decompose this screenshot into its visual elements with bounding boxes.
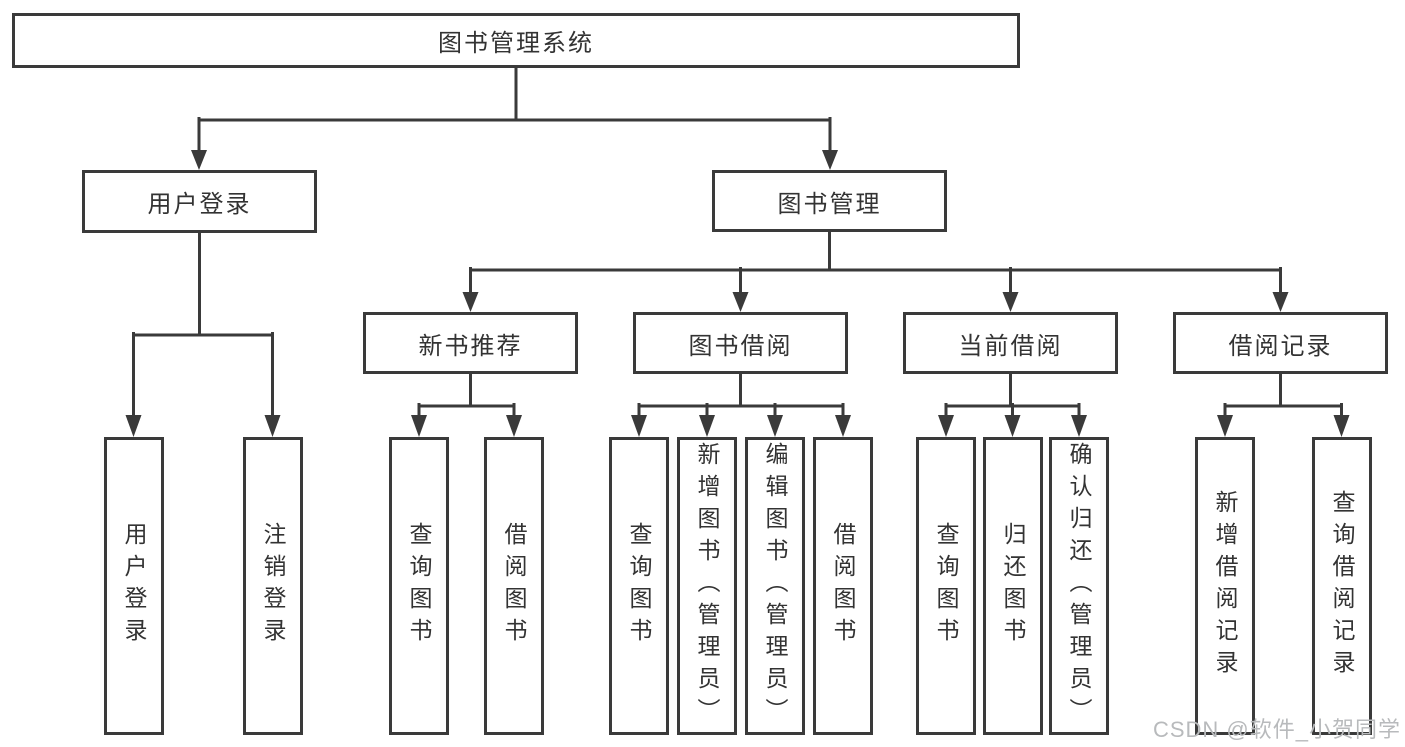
node-label: 确认归还（管理员） — [1066, 442, 1092, 730]
watermark: CSDN @软件_小贺同学 — [1152, 717, 1401, 742]
leaf-borrow-books-recommend: 借阅图书 — [484, 437, 544, 735]
arrowhead-icon — [411, 415, 427, 437]
node-label: 新增借阅记录 — [1212, 490, 1238, 682]
arrowhead-icon — [631, 415, 647, 437]
node-label: 查询借阅记录 — [1329, 490, 1355, 682]
node-label: 注销登录 — [260, 522, 286, 650]
arrowhead-icon — [1333, 415, 1350, 437]
arrowhead-icon — [125, 415, 142, 437]
connector-new-book-children — [417, 372, 516, 419]
node-label: 用户登录 — [147, 191, 252, 218]
arrowhead-icon — [1217, 415, 1233, 437]
node-library-management-system: 图书管理系统 — [12, 13, 1020, 68]
leaf-logout: 注销登录 — [243, 437, 303, 735]
leaf-add-borrow-record: 新增借阅记录 — [1195, 437, 1255, 735]
arrowhead-icon — [462, 292, 479, 312]
node-label: 归还图书 — [1000, 522, 1026, 650]
leaf-query-books-borrowing: 查询图书 — [609, 437, 669, 735]
node-label: 新书推荐 — [418, 332, 523, 360]
node-label: 用户登录 — [121, 522, 147, 650]
arrowhead-icon — [732, 292, 749, 312]
arrowhead-icon — [506, 415, 522, 437]
arrowhead-icon — [1002, 292, 1019, 312]
leaf-confirm-return-admin: 确认归还（管理员） — [1049, 437, 1109, 735]
node-label: 图书借阅 — [688, 332, 793, 360]
node-label: 编辑图书（管理员） — [762, 442, 788, 730]
node-label: 当前借阅 — [958, 332, 1063, 360]
node-label: 查询图书 — [406, 522, 432, 650]
arrowhead-icon — [1272, 292, 1289, 312]
node-current-borrowing: 当前借阅 — [903, 312, 1118, 374]
node-label: 查询图书 — [933, 522, 959, 650]
leaf-add-book-admin: 新增图书（管理员） — [677, 437, 737, 735]
node-label: 新增图书（管理员） — [694, 442, 720, 730]
node-book-management: 图书管理 — [712, 170, 947, 232]
node-label: 图书管理 — [777, 190, 882, 218]
connector-book-borrowing-children — [637, 372, 845, 419]
leaf-query-books-recommend: 查询图书 — [389, 437, 449, 735]
node-new-book-recommend: 新书推荐 — [363, 312, 578, 374]
node-borrow-records: 借阅记录 — [1173, 312, 1388, 374]
arrowhead-icon — [191, 150, 207, 170]
arrowhead-icon — [699, 415, 715, 437]
node-label: 图书管理系统 — [438, 30, 594, 57]
leaf-edit-book-admin: 编辑图书（管理员） — [745, 437, 805, 735]
node-label: 查询图书 — [626, 522, 652, 650]
connector-book-management-children — [469, 230, 1282, 296]
leaf-query-books-current: 查询图书 — [916, 437, 976, 735]
connector-current-borrowing-children — [944, 372, 1081, 419]
leaf-borrow-books: 借阅图书 — [813, 437, 873, 735]
node-label: 借阅记录 — [1228, 332, 1333, 360]
node-user-login: 用户登录 — [82, 170, 317, 233]
connector-borrow-records-children — [1223, 372, 1343, 419]
arrowhead-icon — [1004, 415, 1021, 437]
arrowhead-icon — [835, 415, 851, 437]
connector-user-login-children — [132, 231, 274, 419]
arrowhead-icon — [938, 415, 954, 437]
arrowhead-icon — [767, 415, 783, 437]
leaf-return-books: 归还图书 — [983, 437, 1043, 735]
arrowhead-icon — [264, 415, 281, 437]
arrowhead-icon — [1071, 415, 1087, 437]
connector-root-to-branches — [197, 65, 832, 154]
node-label: 借阅图书 — [501, 522, 527, 650]
node-label: 借阅图书 — [830, 522, 856, 650]
leaf-query-borrow-record: 查询借阅记录 — [1312, 437, 1372, 735]
leaf-user-login: 用户登录 — [104, 437, 164, 735]
node-book-borrowing: 图书借阅 — [633, 312, 848, 374]
arrowhead-icon — [822, 150, 838, 170]
